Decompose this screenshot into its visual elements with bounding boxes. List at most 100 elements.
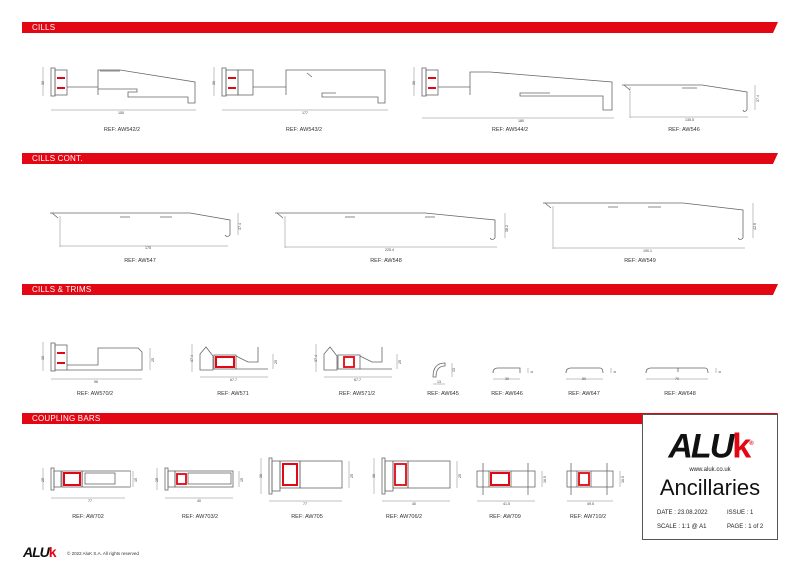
- cill-profile-icon: [50, 212, 239, 247]
- cill-profile-icon: [275, 212, 506, 248]
- page-label: PAGE : 1 of 2: [727, 524, 764, 530]
- part-ref: REF: AW571/2: [338, 391, 376, 397]
- height-dimension: 30: [41, 356, 45, 360]
- cill-profile-icon: [413, 67, 614, 119]
- copyright-text: © 2022 AluK S.A. All rights reserved: [67, 551, 139, 556]
- width-dimension: 70: [675, 377, 679, 381]
- part-ref: REF: AW647: [568, 391, 600, 397]
- right-dimension: 15: [240, 478, 244, 482]
- width-dimension: 41.5: [503, 502, 510, 506]
- cill-profile-icon: [622, 84, 756, 118]
- height-dimension: 16.5: [621, 476, 625, 483]
- height-dimension: 13: [452, 368, 456, 372]
- part-ref: REF: AW645: [427, 391, 459, 397]
- flat-trim-icon: [645, 367, 717, 380]
- part-ref: REF: AW703/2: [181, 514, 219, 520]
- section-header-coupling-bars: COUPLING BARS: [22, 413, 778, 424]
- section-header-cills-trims: CILLS & TRIMS: [22, 284, 778, 295]
- width-dimension: 77: [303, 502, 307, 506]
- website-link[interactable]: www.aluk.co.uk: [689, 467, 731, 473]
- section-title: COUPLING BARS: [32, 414, 101, 423]
- part-ref: REF: AW547: [124, 258, 156, 264]
- width-dimension: 40: [197, 499, 201, 503]
- width-dimension: 175: [145, 246, 151, 250]
- date-label: DATE : 23.08.2022: [657, 510, 708, 516]
- section-title: CILLS: [32, 23, 56, 32]
- right-dimension: 25: [350, 474, 354, 478]
- part-ref: REF: AW546: [668, 127, 700, 133]
- height-dimension: 6: [530, 371, 534, 373]
- width-dimension: 135.5: [685, 118, 694, 122]
- width-dimension: 67.7: [230, 378, 237, 382]
- part-ref: REF: AW571: [217, 391, 249, 397]
- part-ref: REF: AW548: [370, 258, 402, 264]
- section-header-cills: CILLS: [22, 22, 778, 33]
- height-dimension: 30: [412, 81, 416, 85]
- height-dimension: 16.5: [543, 476, 547, 483]
- document-title: Ancillaries: [659, 475, 761, 500]
- section-header-cills-cont: CILLS CONT.: [22, 153, 778, 164]
- cill-profile-icon: [543, 202, 754, 249]
- width-dimension: 180: [518, 119, 524, 123]
- coupling-bar-icon: [476, 463, 543, 502]
- part-ref: REF: AW570/2: [76, 391, 114, 397]
- height-dimension: 42.6: [753, 223, 757, 230]
- title-block: ALUk® www.aluk.co.uk Ancillaries DATE : …: [642, 414, 778, 540]
- width-dimension: 30: [505, 377, 509, 381]
- width-dimension: 150: [118, 111, 124, 115]
- height-dimension: 25: [155, 478, 159, 482]
- part-ref: REF: AW710/2: [569, 514, 607, 520]
- coupling-bar-icon: [260, 457, 350, 502]
- issue-label: ISSUE : 1: [727, 510, 754, 516]
- trim-profile-icon: [315, 344, 398, 378]
- part-ref: REF: AW543/2: [285, 127, 323, 133]
- width-dimension: 77: [88, 499, 92, 503]
- width-dimension: 49.5: [587, 502, 594, 506]
- flat-trim-icon: [492, 367, 529, 380]
- quadrant-trim-icon: [432, 362, 453, 385]
- trim-profile-icon: [42, 342, 151, 380]
- height-dimension: 36: [372, 474, 376, 478]
- height-dimension: 25: [41, 478, 45, 482]
- right-dimension: 25: [458, 474, 462, 478]
- part-ref: REF: AW549: [624, 258, 656, 264]
- right-dimension: 15: [134, 478, 138, 482]
- coupling-bar-icon: [566, 463, 621, 502]
- right-dimension: 25: [274, 360, 278, 364]
- height-dimension: 30: [212, 81, 216, 85]
- right-dimension: 25: [398, 360, 402, 364]
- section-title: CILLS CONT.: [32, 154, 83, 163]
- coupling-bar-icon: [42, 467, 134, 499]
- part-ref: REF: AW709: [489, 514, 521, 520]
- height-dimension: 6: [613, 371, 617, 373]
- height-dimension: 37.4: [238, 223, 242, 230]
- coupling-bar-icon: [373, 457, 458, 502]
- width-dimension: 40: [412, 502, 416, 506]
- part-ref: REF: AW702: [72, 514, 104, 520]
- width-dimension: 190.1: [643, 249, 652, 253]
- height-dimension: 37.4: [190, 355, 194, 362]
- cill-profile-icon: [42, 67, 196, 111]
- width-dimension: 50: [582, 377, 586, 381]
- aluk-logo: ALUk®: [668, 427, 754, 466]
- height-dimension: 37.4: [314, 355, 318, 362]
- height-dimension: 37.4: [756, 95, 760, 102]
- cill-profile-icon: [213, 67, 388, 111]
- part-ref: REF: AW705: [291, 514, 323, 520]
- height-dimension: 38.2: [505, 225, 509, 232]
- registered-mark: ®: [749, 441, 754, 447]
- width-dimension: 225.4: [385, 248, 394, 252]
- width-dimension: 96: [94, 380, 98, 384]
- height-dimension: 36: [259, 474, 263, 478]
- scale-label: SCALE : 1:1 @ A1: [657, 524, 707, 530]
- part-ref: REF: AW542/2: [103, 127, 141, 133]
- height-dimension: 30: [41, 81, 45, 85]
- coupling-bar-icon: [156, 467, 240, 499]
- width-dimension: 177: [302, 111, 308, 115]
- part-ref: REF: AW544/2: [491, 127, 529, 133]
- trim-profile-icon: [191, 344, 274, 378]
- height-dimension: 6: [718, 371, 722, 373]
- part-ref: REF: AW706/2: [385, 514, 423, 520]
- part-ref: REF: AW648: [664, 391, 696, 397]
- footer-aluk-logo: ALUk: [23, 544, 57, 560]
